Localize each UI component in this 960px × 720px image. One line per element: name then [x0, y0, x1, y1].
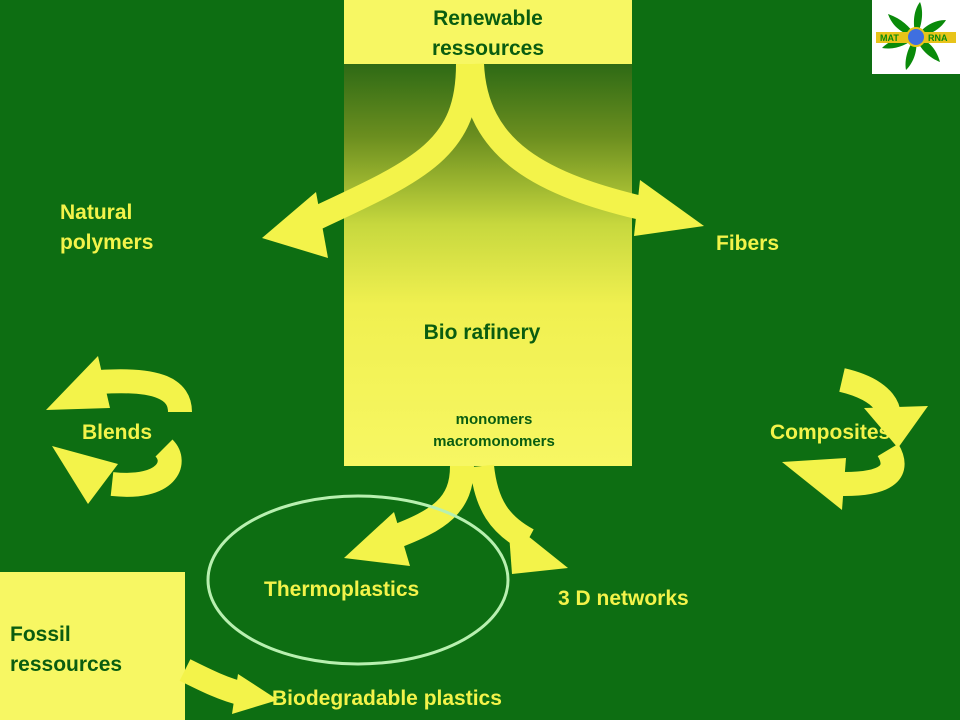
- logo-text-left: MAT: [880, 33, 899, 43]
- natural-polymers-text: Natural polymers: [60, 201, 154, 254]
- renewable-ressources-label: Renewable ressources: [344, 4, 632, 64]
- arrowhead-natural-polymers: [262, 192, 328, 258]
- arrow-to-natural-polymers: [302, 63, 480, 233]
- natural-polymers-label: Natural polymers: [60, 198, 200, 258]
- arrowhead-blends-lower: [52, 446, 118, 504]
- renewable-ressources-text: Renewable ressources: [431, 7, 545, 60]
- materna-logo: MAT RNA: [872, 0, 960, 74]
- arrowhead-biodegradable: [232, 674, 278, 714]
- blends-cycle-lower: [110, 439, 182, 497]
- composites-label: Composites: [770, 421, 891, 444]
- arrowhead-composites-upper: [864, 406, 928, 448]
- macromonomers-label: macromonomers: [433, 433, 555, 450]
- fossil-ressources-text: Fossil ressources: [10, 623, 123, 676]
- arrowhead-fibers: [634, 180, 704, 236]
- renewable-ressources-box: [344, 0, 632, 64]
- logo-center-circle: [906, 27, 926, 47]
- logo-text-right: RNA: [928, 33, 948, 43]
- biodegradable-plastics-label: Biodegradable plastics: [272, 687, 502, 710]
- arrow-to-fibers: [460, 63, 653, 222]
- 3d-networks-label: 3 D networks: [558, 587, 689, 610]
- blends-cycle-upper: [99, 369, 192, 414]
- arrowhead-3d-networks: [508, 520, 568, 574]
- monomers-label: monomers: [455, 411, 533, 428]
- materna-logo-graphic: MAT RNA: [876, 2, 956, 70]
- bio-refinery-label: Bio rafinery: [423, 321, 541, 344]
- fossil-ressources-label: Fossil ressources: [10, 620, 180, 680]
- arrowhead-thermoplastics: [344, 512, 410, 566]
- blends-label: Blends: [82, 421, 153, 444]
- thermoplastics-highlight-ellipse: [206, 494, 510, 666]
- arrowhead-composites-lower: [782, 458, 846, 510]
- arrow-to-3d-networks: [470, 464, 534, 551]
- thermoplastics-label: Thermoplastics: [264, 578, 420, 601]
- fossil-ressources-box: [0, 572, 185, 720]
- composites-cycle-lower: [839, 443, 905, 497]
- arrow-to-biodegradable: [179, 659, 247, 706]
- fibers-label: Fibers: [716, 232, 780, 255]
- arrow-to-thermoplastics: [387, 465, 474, 550]
- arrowhead-blends-upper: [46, 356, 110, 410]
